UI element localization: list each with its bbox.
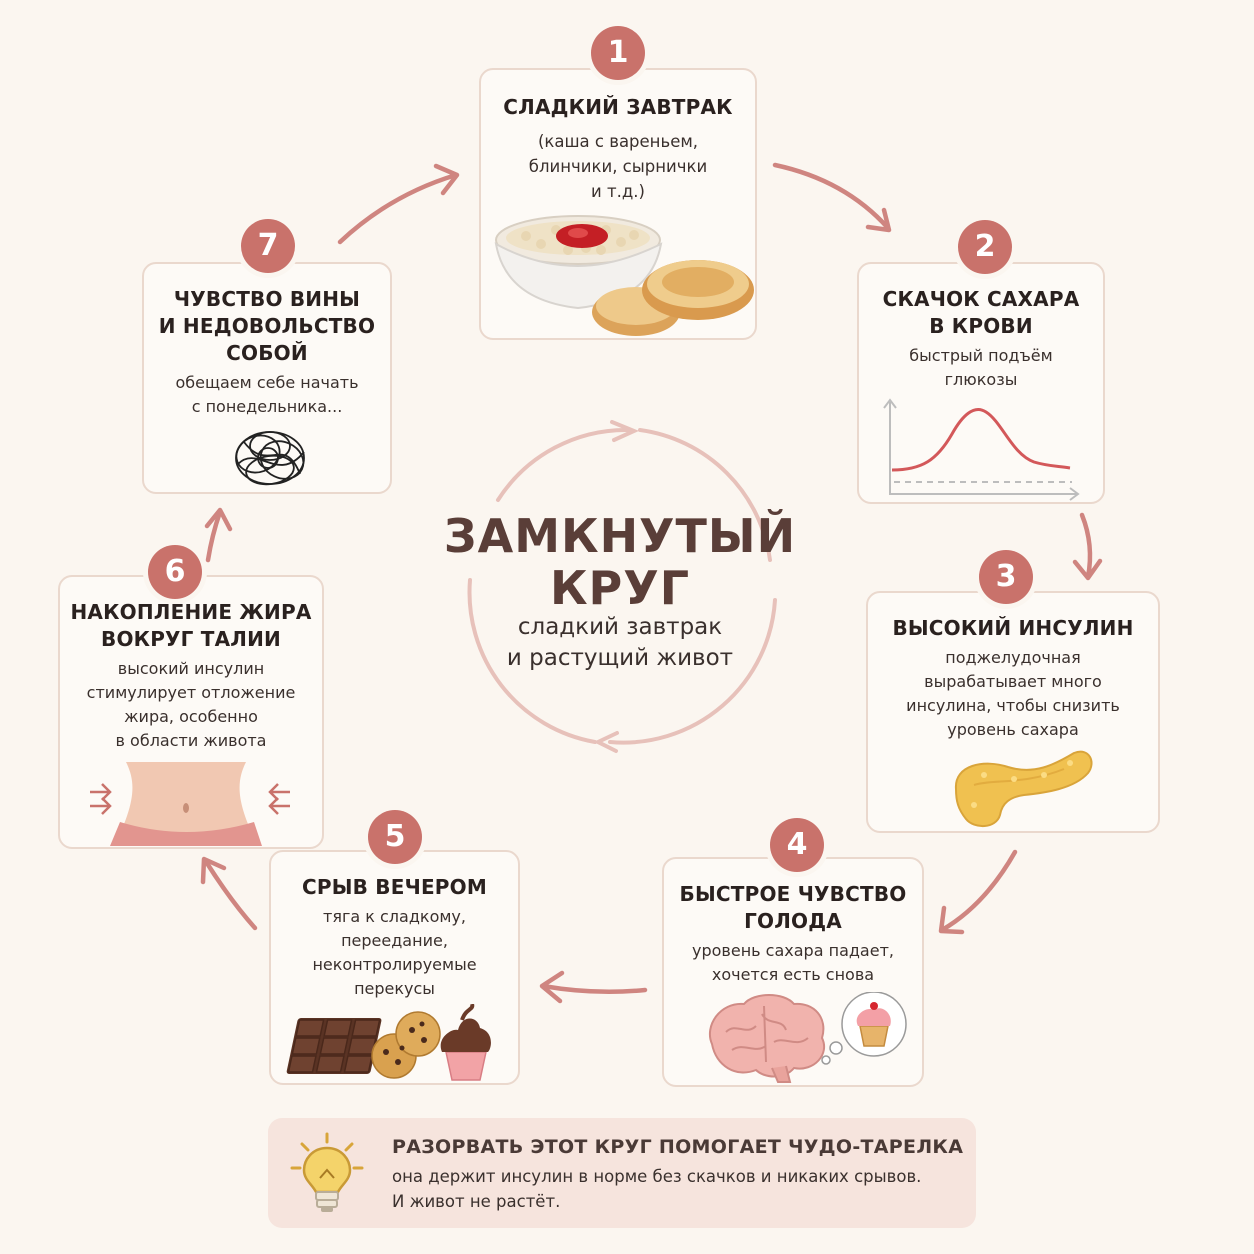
step-4-text: уровень сахара падает, хочется есть снов… — [664, 939, 922, 987]
step-4-title-line: БЫСТРОЕ ЧУВСТВО — [679, 882, 907, 906]
step-number-5: 5 — [368, 810, 422, 864]
center-subtitle-line1: сладкий завтрак — [517, 614, 723, 640]
arrow-3-to-4 — [938, 849, 1018, 935]
sweets-icon — [286, 1004, 491, 1081]
step-7-title-line: И НЕДОВОЛЬСТВО — [158, 314, 376, 338]
step-7-text: обещаем себе начать с понедельника... — [144, 371, 390, 419]
step-6-title-line: НАКОПЛЕНИЕ ЖИРА — [70, 600, 312, 624]
banner-text: она держит инсулин в норме без скачков и… — [392, 1164, 962, 1214]
step-6-title-line: ВОКРУГ ТАЛИИ — [101, 627, 281, 651]
step-7-title-line: ЧУВСТВО ВИНЫ — [173, 287, 361, 311]
step-5-text-line: неконтролируемые — [312, 955, 477, 974]
step-card-3: ВЫСОКИЙ ИНСУЛИН поджелудочная вырабатыва… — [866, 591, 1160, 833]
step-7-title: ЧУВСТВО ВИНЫ И НЕДОВОЛЬСТВО СОБОЙ — [144, 286, 390, 367]
lightbulb-icon — [290, 1132, 364, 1212]
step-number-2: 2 — [958, 220, 1012, 274]
step-5-text: тяга к сладкому, переедание, неконтролир… — [271, 905, 518, 1001]
step-1-title: СЛАДКИЙ ЗАВТРАК — [503, 95, 733, 119]
center-title-line2: КРУГ — [549, 561, 691, 615]
step-5-text-line: перекусы — [354, 979, 435, 998]
step-4-title: БЫСТРОЕ ЧУВСТВО ГОЛОДА — [664, 881, 922, 935]
step-2-title-line: В КРОВИ — [929, 314, 1033, 338]
step-6-title: НАКОПЛЕНИЕ ЖИРА ВОКРУГ ТАЛИИ — [60, 599, 322, 653]
bottom-banner: РАЗОРВАТЬ ЭТОТ КРУГ ПОМОГАЕТ ЧУДО-ТАРЕЛК… — [268, 1118, 976, 1228]
step-2-title-line: СКАЧОК САХАРА — [882, 287, 1080, 311]
arrow-6-to-7 — [204, 507, 233, 563]
step-3-text-line: уровень сахара — [947, 720, 1079, 739]
step-3-text-line: вырабатывает много — [924, 672, 1102, 691]
step-2-text: быстрый подъём глюкозы — [859, 344, 1103, 392]
center-subtitle-line2: и растущий живот — [506, 645, 734, 671]
center-title: ЗАМКНУТЫЙ КРУГ — [420, 510, 820, 614]
arrow-7-to-1 — [337, 163, 460, 245]
step-3-text-line: инсулина, чтобы снизить — [906, 696, 1120, 715]
step-6-text-line: жира, особенно — [124, 707, 258, 726]
arrow-2-to-3 — [1072, 512, 1103, 581]
center-subtitle: сладкий завтрак и растущий живот — [420, 612, 820, 674]
center-title-line1: ЗАМКНУТЫЙ — [443, 509, 797, 563]
step-number-3: 3 — [979, 550, 1033, 604]
tangled-scribble-icon — [235, 431, 305, 486]
step-number-7: 7 — [241, 219, 295, 273]
step-number-4: 4 — [770, 818, 824, 872]
step-1-text-line: и т.д.) — [591, 182, 645, 201]
step-7-title-line: СОБОЙ — [226, 341, 308, 365]
step-6-text-line: стимулирует отложение — [86, 683, 296, 702]
arrow-1-to-2 — [772, 162, 892, 233]
belly-icon — [90, 762, 290, 846]
pancreas-icon — [954, 750, 1093, 827]
step-1-text: (каша с вареньем, блинчики, сырнички и т… — [481, 129, 755, 204]
step-6-text-line: в области живота — [115, 731, 267, 750]
brain-cupcake-icon — [709, 992, 907, 1083]
banner-text-line1: она держит инсулин в норме без скачков и… — [392, 1167, 922, 1186]
step-1-text-line: (каша с вареньем, — [537, 132, 699, 151]
step-6-text-line: высокий инсулин — [117, 659, 265, 678]
step-number-6: 6 — [148, 545, 202, 599]
step-2-text-line: глюкозы — [944, 370, 1018, 389]
step-2-title: СКАЧОК САХАРА В КРОВИ — [859, 286, 1103, 340]
step-4-text-line: хочется есть снова — [711, 965, 875, 984]
glucose-curve-icon — [883, 398, 1080, 501]
step-3-text-line: поджелудочная — [945, 648, 1081, 667]
step-7-text-line: обещаем себе начать — [175, 373, 359, 392]
step-number-1: 1 — [591, 26, 645, 80]
step-7-text-line: с понедельника... — [191, 397, 343, 416]
banner-text-line2: И живот не растёт. — [392, 1192, 561, 1211]
step-4-title-line: ГОЛОДА — [744, 909, 842, 933]
step-5-text-line: тяга к сладкому, — [323, 907, 466, 926]
center-cycle-circle — [467, 420, 777, 753]
step-4-text-line: уровень сахара падает, — [692, 941, 894, 960]
step-1-text-line: блинчики, сырнички — [528, 157, 708, 176]
arrow-4-to-5 — [539, 970, 648, 1004]
step-2-text-line: быстрый подъём — [909, 346, 1053, 365]
step-5-title: СРЫВ ВЕЧЕРОМ — [302, 875, 487, 899]
step-6-text: высокий инсулин стимулирует отложение жи… — [60, 657, 322, 753]
banner-title: РАЗОРВАТЬ ЭТОТ КРУГ ПОМОГАЕТ ЧУДО-ТАРЕЛК… — [392, 1136, 964, 1158]
porridge-syrniki-icon — [494, 215, 754, 336]
step-5-text-line: переедание, — [341, 931, 448, 950]
step-3-text: поджелудочная вырабатывает много инсулин… — [868, 646, 1158, 742]
step-3-title: ВЫСОКИЙ ИНСУЛИН — [892, 616, 1134, 640]
arrow-5-to-6 — [200, 856, 258, 931]
step-card-2: СКАЧОК САХАРА В КРОВИ быстрый подъём глю… — [857, 262, 1105, 504]
